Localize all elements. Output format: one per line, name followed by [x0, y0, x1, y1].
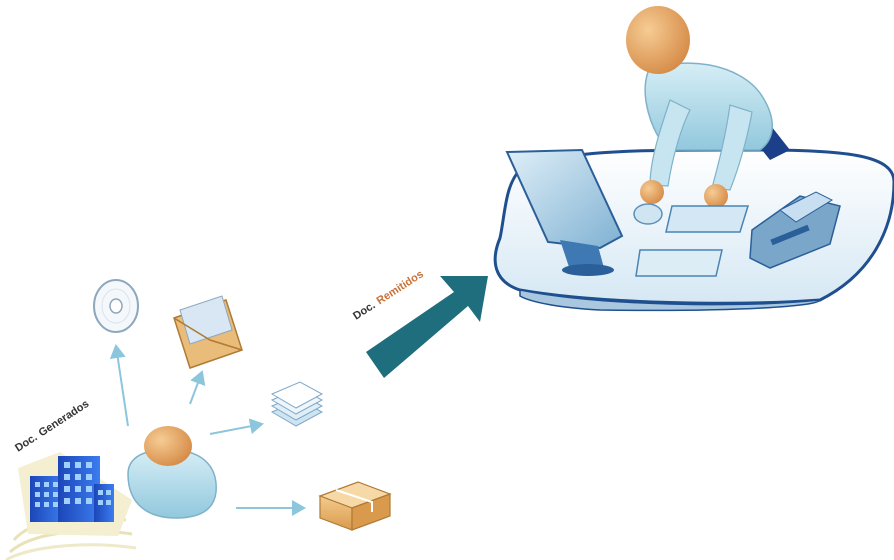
sent-label-prefix: Doc.	[351, 299, 378, 322]
seated-person-icon	[626, 6, 790, 208]
package-box-icon	[318, 481, 392, 531]
monitor-icon	[505, 148, 624, 276]
big-arrow-icon	[366, 276, 488, 378]
desk-workstation	[493, 6, 894, 312]
paper-stack-icon	[270, 381, 324, 427]
sent-documents-label: Doc. Remitidos	[351, 268, 426, 322]
sent-label-word: Remitidos	[375, 268, 426, 307]
mouse-icon	[633, 203, 663, 225]
generated-documents-label: Doc. Generados	[13, 398, 91, 455]
generated-label-prefix: Doc.	[13, 431, 40, 454]
telephone-icon	[749, 191, 841, 269]
envelope-icon	[173, 295, 243, 369]
flow-arrows	[109, 344, 306, 516]
generated-label-word: Generados	[37, 398, 92, 439]
keyboard-icon	[635, 205, 750, 277]
building-icon	[5, 452, 137, 560]
cd-disc-icon	[93, 279, 139, 333]
person-icon	[127, 426, 217, 519]
